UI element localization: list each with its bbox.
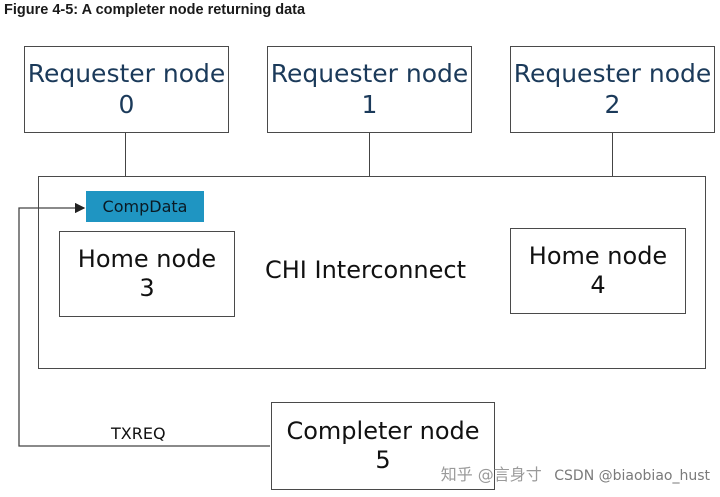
requester-node-id: 2 (604, 89, 621, 119)
txreq-arrow (18, 202, 270, 447)
home-node-label: Home node (77, 244, 217, 273)
requester-node-id: 0 (118, 89, 135, 119)
requester-node-label: Requester node (27, 59, 226, 88)
chi-interconnect-label: CHI Interconnect (265, 256, 466, 284)
requester-node-id: 1 (361, 89, 378, 119)
home-node-label: Home node (528, 241, 668, 270)
watermark: 知乎 @言身寸 CSDN @biaobiao_hust (441, 461, 710, 485)
requester-node-0: Requester node 0 (24, 46, 229, 133)
watermark-csdn: CSDN @biaobiao_hust (554, 468, 710, 484)
requester-node-2: Requester node 2 (510, 46, 715, 133)
req2-connector (612, 133, 614, 176)
compdata-message: CompData (86, 191, 204, 222)
home-node-id: 4 (590, 271, 606, 299)
req1-connector (369, 133, 371, 176)
home-node-3: Home node 3 (59, 231, 235, 317)
req0-connector (125, 133, 127, 176)
completer-node-label: Completer node (286, 416, 480, 445)
completer-node-5: Completer node 5 (271, 402, 495, 490)
home-node-4: Home node 4 (510, 228, 686, 314)
figure-title: Figure 4-5: A completer node returning d… (4, 2, 306, 18)
requester-node-label: Requester node (513, 59, 712, 88)
watermark-zhihu: 知乎 @言身寸 (440, 465, 542, 484)
requester-node-label: Requester node (270, 59, 469, 88)
home-node-id: 3 (139, 274, 155, 302)
requester-node-1: Requester node 1 (267, 46, 472, 133)
completer-node-id: 5 (375, 446, 391, 474)
txreq-label: TXREQ (111, 424, 166, 443)
